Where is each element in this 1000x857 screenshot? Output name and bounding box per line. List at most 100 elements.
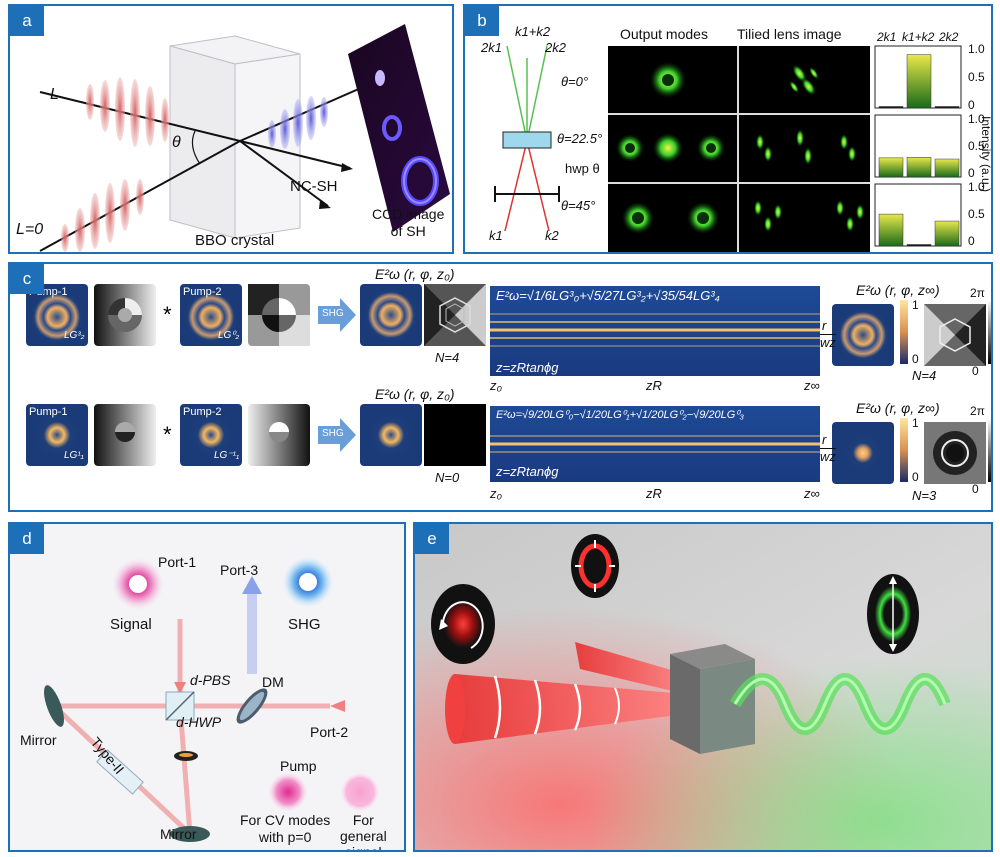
pump2-label-row2: Pump-2: [183, 406, 222, 418]
label-nc-sh: NC-SH: [290, 178, 338, 195]
bar-label-2k1: 2k1: [877, 30, 897, 44]
label-theta: θ: [172, 134, 181, 151]
bar-label-k1k2: k1+k2: [902, 30, 935, 44]
star-symbol-1: *: [163, 302, 172, 327]
phase-tick-2pi-row1: 2π: [970, 286, 985, 300]
z-axis-zinf-row1: z∞: [804, 378, 820, 393]
label-mirror-bottom: Mirror: [160, 826, 197, 842]
col-lens-image: Tilied lens image: [737, 26, 842, 42]
r-label-row2: r: [822, 432, 827, 447]
z-axis-z0-row2: z₀: [490, 486, 502, 501]
bar-label-2k2: 2k2: [939, 30, 959, 44]
panel-e-illustration: [415, 524, 991, 850]
scale-tick-0-row2: 0: [912, 470, 919, 484]
label-L0: L=0: [16, 221, 44, 238]
e-zinf-label-row2: E²ω (r, φ, z∞): [856, 400, 940, 416]
panel-b-tag: b: [465, 6, 499, 36]
n-label-row1-left: N=4: [435, 350, 460, 365]
tick-r2-bot: 0: [968, 166, 975, 180]
label-pump: Pump: [280, 758, 317, 774]
panel-b: b k1+k2 2k1 2k2 k1 k2 hwp θ θ=0° θ=22.5°…: [463, 4, 993, 254]
label-angle-0: θ=0°: [561, 74, 589, 89]
col-output-modes: Output modes: [620, 26, 708, 42]
label-port2: Port-2: [310, 724, 349, 740]
z-axis-z0-row1: z₀: [490, 378, 502, 393]
phase-tick-2pi-row2: 2π: [970, 404, 985, 418]
panel-d-setup: [44, 556, 380, 842]
intensity-axis-label: Intensity (a.u.): [979, 116, 993, 193]
label-k1-bottom: k1: [489, 228, 503, 243]
tick-r2-top: 1.0: [968, 112, 985, 126]
label-2k1-top: 2k1: [481, 40, 502, 55]
panel-d-tag: d: [10, 524, 44, 554]
tick-r3-mid: 0.5: [968, 207, 985, 221]
red-wave-bottom: [61, 179, 144, 252]
panel-c: c: [8, 262, 993, 512]
e-z0-label-row1: E²ω (r, φ, z₀): [375, 266, 455, 282]
tick-r1-top: 1.0: [968, 42, 985, 56]
mode-image-grid: [608, 46, 870, 252]
label-port1: Port-1: [158, 554, 197, 570]
panel-c-diagram: *: [26, 284, 991, 484]
scale-tick-0-row1: 0: [912, 352, 919, 366]
panel-a-tag: a: [10, 6, 44, 36]
n-label-row1-right: N=4: [912, 368, 937, 383]
lg-b2-label: LG⁻¹₁: [214, 450, 240, 461]
equation-row1: E²ω=√1/6LG³₀+√5/27LG³₂+√35/54LG³₄: [496, 288, 720, 303]
r-label-row1: r: [822, 318, 827, 333]
label-signal: Signal: [110, 616, 152, 633]
n-label-row2-right: N=3: [912, 488, 937, 503]
scale-tick-1-row2: 1: [912, 416, 919, 430]
phase-tick-0-row1: 0: [972, 364, 979, 378]
ccd-image: [348, 24, 450, 232]
z-axis-zr-row1: zR: [646, 378, 662, 393]
label-2k2-top: 2k2: [545, 40, 566, 55]
panel-b-beam-diagram: [494, 45, 560, 232]
panel-e: e: [413, 522, 993, 852]
label-L: L: [50, 86, 59, 103]
label-bbo-crystal: BBO crystal: [195, 232, 275, 249]
tick-r3-top: 1.0: [968, 180, 985, 194]
lg-a1-label: LG³₂: [64, 330, 85, 341]
panel-c-tag: c: [10, 264, 44, 294]
bbo-crystal-shape: [169, 35, 301, 239]
tick-r2-mid: 0.5: [968, 139, 985, 153]
shg-arrow-label-2: SHG: [322, 428, 344, 439]
panel-d: d: [8, 522, 406, 852]
star-symbol-2: *: [163, 422, 172, 447]
panel-a: a: [8, 4, 454, 254]
label-ccd: CCD image of SH: [372, 206, 445, 239]
pump2-label-row1: Pump-2: [183, 286, 222, 298]
wz-label-row1: wz: [820, 334, 836, 350]
e-zinf-label-row1: E²ω (r, φ, z∞): [856, 282, 940, 298]
panel-a-diagram: [39, 24, 450, 252]
lg-b1-label: LG¹₁: [64, 450, 84, 461]
scale-tick-1-row1: 1: [912, 298, 919, 312]
blue-wave: [268, 96, 328, 149]
tick-r1-bot: 0: [968, 98, 975, 112]
label-angle-45: θ=45°: [561, 198, 596, 213]
e-z0-label-row2: E²ω (r, φ, z₀): [375, 386, 455, 402]
label-cv-modes: For CV modes with p=0: [240, 812, 331, 845]
panel-e-tag: e: [415, 524, 449, 554]
label-k1k2-top: k1+k2: [515, 24, 551, 39]
z-axis-zinf-row2: z∞: [804, 486, 820, 501]
green-vortex-disk: [867, 574, 919, 654]
label-general-signal: For general signal: [340, 812, 387, 852]
z-formula-row2: z=zRtanϕg: [496, 464, 559, 479]
label-hwp: d-HWP: [176, 714, 222, 730]
label-hwp-theta: hwp θ: [565, 161, 600, 176]
z-axis-zr-row2: zR: [646, 486, 662, 501]
shg-arrow-label-1: SHG: [322, 308, 344, 319]
label-dm: DM: [262, 674, 284, 690]
n-label-row2-left: N=0: [435, 470, 460, 485]
label-k2-bottom: k2: [545, 228, 559, 243]
pump1-label-row2: Pump-1: [29, 406, 68, 418]
label-mirror-top: Mirror: [20, 732, 57, 748]
red-vortex-disk-top: [571, 534, 619, 598]
red-vortex-disk-left: [431, 584, 495, 664]
tick-r3-bot: 0: [968, 234, 975, 248]
label-angle-22: θ=22.5°: [557, 131, 603, 146]
label-shg: SHG: [288, 616, 321, 633]
phase-tick-0-row2: 0: [972, 482, 979, 496]
